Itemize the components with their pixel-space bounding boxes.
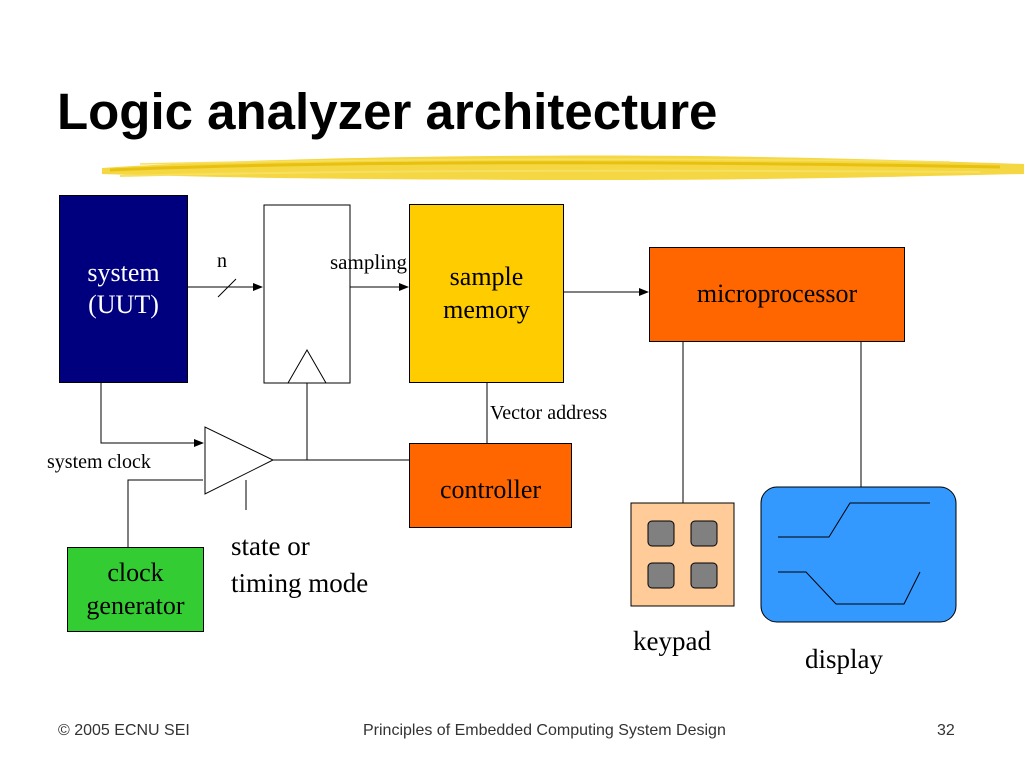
keypad-label: keypad [633, 626, 711, 656]
vector-address-label: Vector address [490, 402, 608, 424]
controller-box: controller [409, 443, 572, 528]
display-label: display [805, 644, 883, 674]
timing-mode-label: timing mode [231, 568, 369, 598]
keypad-key [647, 562, 675, 589]
sample-memory-line1: sample [449, 262, 524, 291]
slide-title: Logic analyzer architecture [57, 83, 718, 140]
system-box-line2: (UUT) [88, 290, 159, 319]
display-waveform-falling [778, 571, 921, 605]
sample-memory-line2: memory [443, 294, 530, 324]
bus-width-label: n [217, 250, 227, 272]
sample-memory-box: sample memory [409, 204, 564, 383]
keypad-key [690, 562, 718, 589]
state-or-label: state or [231, 531, 310, 561]
microprocessor-label: microprocessor [696, 279, 858, 309]
clock-generator-box: clock generator [67, 547, 204, 632]
latch-clock-triangle [287, 348, 327, 384]
controller-label: controller [439, 475, 542, 504]
sampling-latch [263, 204, 351, 384]
title-underline-brushstroke [102, 155, 1024, 180]
display-waveform-rising [778, 502, 930, 538]
wire-clock-generator [127, 479, 203, 547]
bus-width-slash [217, 278, 237, 298]
footer-page-number: 32 [937, 722, 955, 739]
keypad-key [647, 520, 675, 547]
system-box-line1: system [87, 257, 160, 287]
footer-course-title: Principles of Embedded Computing System … [363, 722, 726, 739]
system-clock-label: system clock [47, 451, 151, 473]
keypad-key [690, 520, 718, 547]
keypad-box [630, 502, 735, 607]
clock-generator-line1: clock [107, 558, 164, 587]
clock-buffer-triangle [204, 426, 275, 495]
system-uut-box: system (UUT) [59, 195, 188, 383]
clock-generator-line2: generator [86, 590, 185, 620]
sampling-label: sampling [330, 250, 407, 274]
display-screen [760, 486, 957, 623]
microprocessor-box: microprocessor [649, 247, 905, 342]
footer-copyright: © 2005 ECNU SEI [58, 722, 190, 739]
wire-system-clock [100, 383, 204, 447]
